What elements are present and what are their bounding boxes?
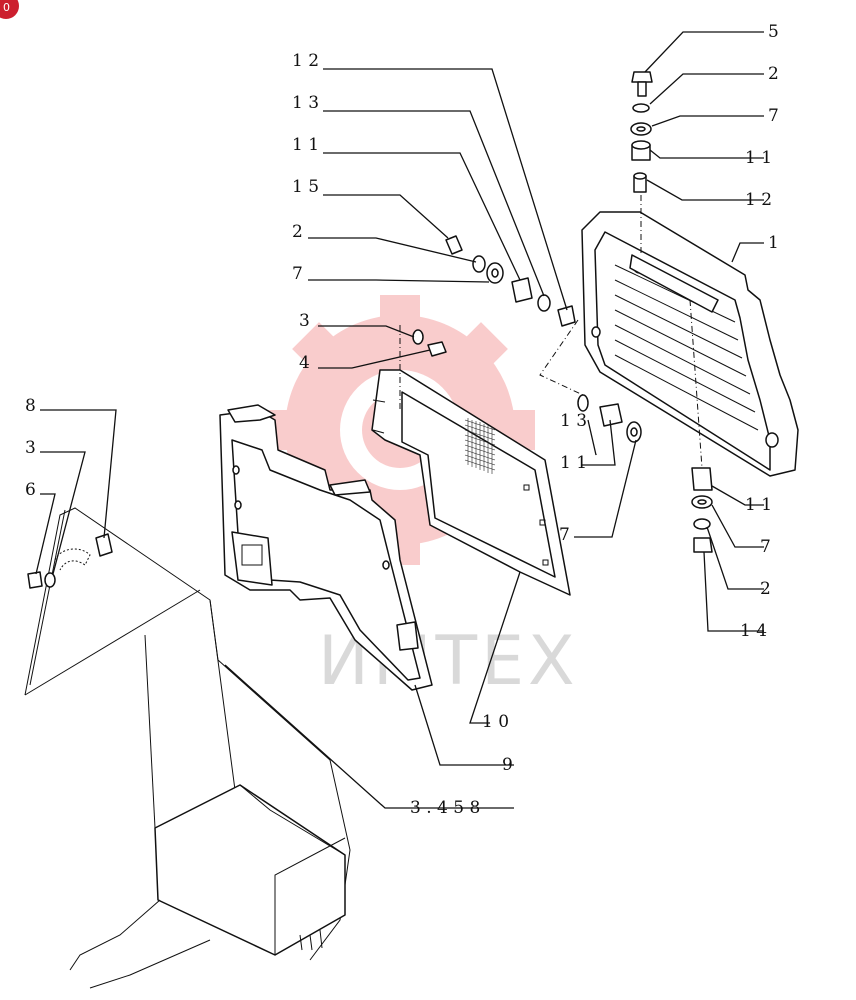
callout-7: 7	[292, 264, 303, 284]
tractor-body	[24, 507, 351, 989]
corner-badge-text: 0	[3, 1, 10, 14]
callout-11: 1 1	[745, 495, 772, 515]
callout-7: 7	[559, 525, 570, 545]
hardware-8-3-6	[27, 533, 113, 589]
callout-11: 1 1	[745, 148, 772, 168]
callout-10: 1 0	[482, 712, 509, 732]
callout-8: 8	[25, 396, 36, 416]
hardware-3-4	[412, 329, 447, 357]
callout-2: 2	[768, 64, 779, 84]
callout-11: 1 1	[560, 453, 587, 473]
callout-4: 4	[299, 353, 310, 373]
part-10-screen-frame	[371, 369, 571, 596]
callout-13: 1 3	[292, 93, 319, 113]
callout-7: 7	[760, 537, 771, 557]
callout-6: 6	[25, 480, 36, 500]
hardware-left-stack	[445, 235, 576, 327]
callout-1: 1	[768, 233, 779, 253]
callout-11: 1 1	[292, 135, 319, 155]
part-9-bracket	[219, 404, 433, 691]
corner-badge: 0	[0, 0, 19, 19]
callout-3: 3	[299, 311, 310, 331]
callout-7: 7	[768, 106, 779, 126]
hardware-top-stack	[630, 71, 653, 193]
hardware-middle-stack	[577, 394, 642, 443]
callout-5: 5	[768, 22, 779, 42]
callout-2: 2	[760, 579, 771, 599]
callout-2: 2	[292, 222, 303, 242]
callout-12: 1 2	[745, 190, 772, 210]
callout-leaders	[35, 31, 764, 809]
assembly-lines	[399, 195, 703, 469]
callout-15: 1 5	[292, 177, 319, 197]
callout-12: 1 2	[292, 51, 319, 71]
callout-3-458: 3 . 4 5 8	[410, 798, 480, 818]
part-1-grille-housing	[581, 211, 799, 477]
callout-13: 1 3	[560, 411, 587, 431]
callout-9: 9	[502, 755, 513, 775]
hardware-bottom-stack	[691, 467, 713, 553]
corner-badge-circle	[0, 0, 19, 19]
callout-3: 3	[25, 438, 36, 458]
callout-labels: 5 2 7 1 1 1 2 1 1 2 1 3 1 1 1 5 2 7 3 4 …	[25, 22, 779, 818]
callout-14: 1 4	[740, 621, 767, 641]
